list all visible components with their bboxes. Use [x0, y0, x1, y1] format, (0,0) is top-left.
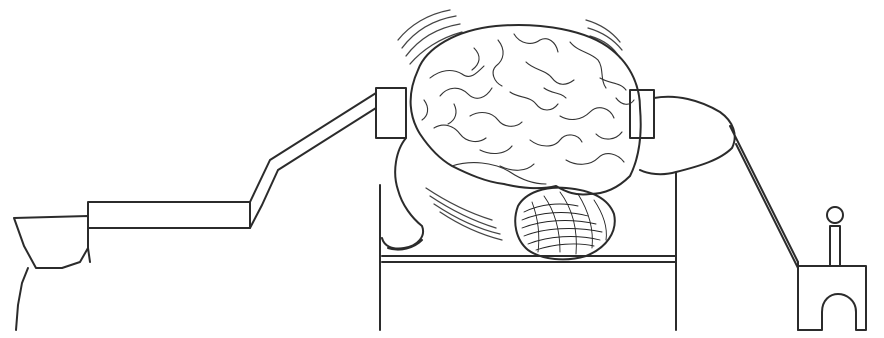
left-bowl: [14, 216, 90, 330]
right-crank-fixture: [798, 207, 866, 330]
right-arm: [640, 97, 798, 268]
brain-left-support: [382, 138, 423, 249]
right-clamp-pad: [630, 90, 654, 138]
brain: [411, 25, 641, 195]
vibration-lines: [398, 10, 622, 240]
left-rod: [88, 202, 250, 228]
left-clamp-pad: [376, 88, 406, 138]
cerebellum: [515, 188, 615, 260]
left-arm: [250, 93, 376, 228]
